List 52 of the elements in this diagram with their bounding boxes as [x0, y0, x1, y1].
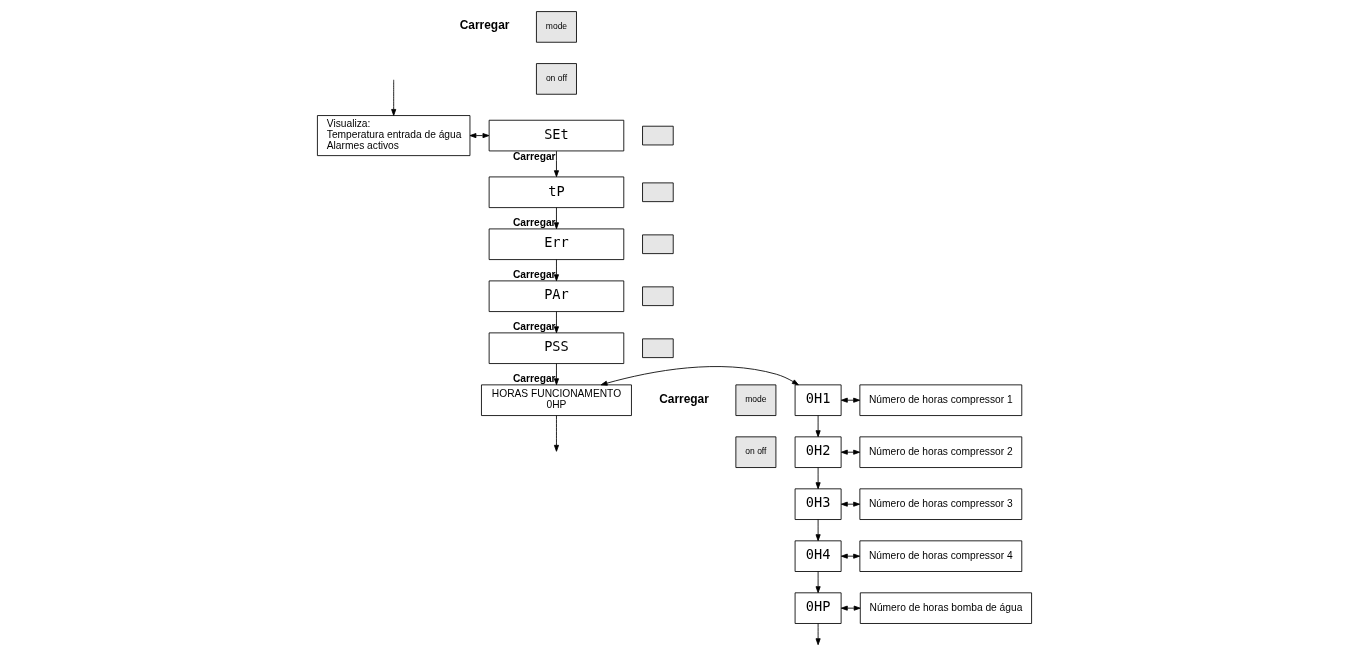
node-box: Número de horas compressor 1 [858, 384, 1022, 416]
arrow [815, 623, 821, 646]
node-box: PAr [488, 280, 624, 312]
arrow [553, 150, 559, 178]
arrow [840, 553, 860, 559]
node-box [641, 125, 674, 146]
arrow [815, 571, 821, 594]
node-box: 0H1 [794, 384, 842, 416]
node-box: on off [734, 436, 776, 468]
arrow [840, 449, 860, 455]
node-box: Err [488, 228, 624, 260]
label: Carregar [658, 391, 709, 406]
node-box: HORAS FUNCIONAMENTO 0HP [480, 384, 632, 416]
arrow [390, 79, 396, 116]
arrow [553, 207, 559, 230]
node-box: mode [535, 11, 577, 43]
edge-label: Carregar [512, 372, 556, 384]
node-box: 0H3 [794, 488, 842, 520]
node-box [641, 182, 674, 203]
arrow [815, 519, 821, 542]
arrow [600, 366, 799, 386]
edge-label: Carregar [512, 216, 556, 228]
node-box: 0HP [794, 592, 842, 624]
edge-label: Carregar [512, 150, 556, 162]
node-box: 0H4 [794, 540, 842, 572]
edge-label: Carregar [512, 320, 556, 332]
arrow [553, 259, 559, 282]
arrow [815, 415, 821, 438]
node-box [641, 338, 674, 359]
arrow [840, 501, 860, 507]
node-box: 0H2 [794, 436, 842, 468]
node-box [641, 234, 674, 255]
node-box: mode [734, 384, 776, 416]
arrow [840, 397, 860, 403]
node-box: Número de horas bomba de água [859, 592, 1032, 624]
node-box: Visualiza: Temperatura entrada de água Alarmes activos [316, 115, 470, 157]
label: Carregar [459, 18, 509, 33]
node-box: PSS [488, 332, 624, 364]
arrow [553, 415, 559, 452]
node-box: tP [488, 176, 624, 209]
arrow [815, 467, 821, 490]
edge-label: Carregar [512, 268, 556, 280]
arrow [553, 363, 559, 386]
arrow [553, 311, 559, 334]
node-box: Número de horas compressor 3 [858, 488, 1022, 520]
node-box: Número de horas compressor 4 [858, 540, 1022, 572]
node-box: SEt [488, 119, 624, 152]
arrow [840, 605, 861, 611]
node-box: on off [535, 63, 577, 95]
node-box: Número de horas compressor 2 [858, 436, 1022, 468]
arrow [469, 133, 489, 139]
node-box [641, 286, 674, 307]
